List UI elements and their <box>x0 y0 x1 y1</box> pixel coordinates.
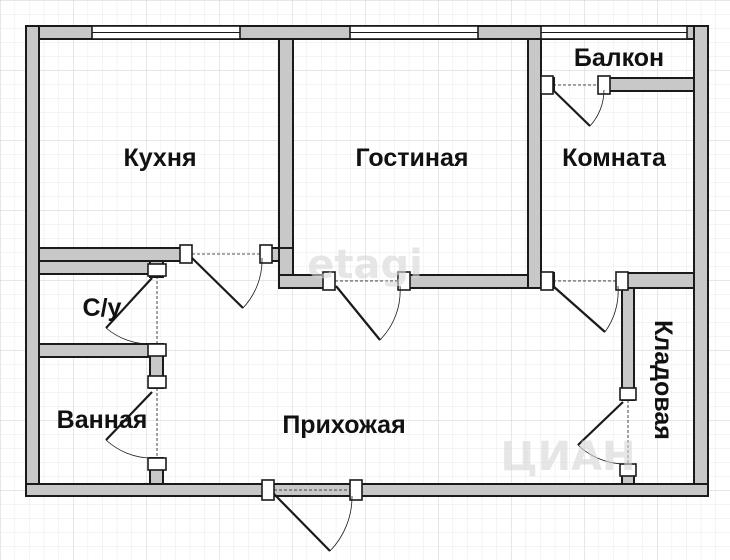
room-labels: Кухня Гостиная Балкон Комната С/у Ванная… <box>57 44 677 440</box>
doors <box>105 75 637 552</box>
door-balcony <box>540 75 611 127</box>
door-entrance <box>261 479 363 552</box>
wall-room-bottom-right <box>617 272 695 289</box>
wall-balcony-bottom-right <box>603 77 695 92</box>
room-label-wc: С/у <box>83 294 122 322</box>
walls <box>25 25 709 497</box>
room-label-balcony: Балкон <box>574 44 664 72</box>
window-kitchen <box>91 25 241 40</box>
door-kitchen <box>179 244 273 309</box>
wall-kitchen-right <box>278 38 294 262</box>
wall-left <box>25 25 40 497</box>
watermark-cian: ЦИАН <box>500 434 635 480</box>
room-label-kitchen: Кухня <box>123 144 196 172</box>
door-wc <box>105 263 167 357</box>
wall-wc-bath-divider <box>38 343 164 358</box>
door-room <box>540 271 629 333</box>
room-label-bathroom: Ванная <box>57 406 148 434</box>
watermarks: etagi ЦИАН <box>307 242 635 480</box>
window-balcony <box>540 25 688 40</box>
wall-living-right <box>527 38 542 289</box>
room-label-pantry: Кладовая <box>649 320 677 440</box>
room-label-room: Комната <box>562 144 667 172</box>
wall-kitchen-bottom-left <box>38 247 187 262</box>
door-living <box>322 271 411 341</box>
wall-right <box>693 25 709 497</box>
room-label-hallway: Прихожая <box>282 411 405 439</box>
wall-bottom <box>25 483 709 497</box>
room-label-living: Гостиная <box>356 144 469 172</box>
wall-living-bottom-right <box>402 274 542 289</box>
windows <box>91 25 688 40</box>
window-living <box>349 25 479 40</box>
wall-wc-top <box>38 260 164 275</box>
watermark-etagi: etagi <box>307 242 423 288</box>
wall-pantry-left <box>621 287 635 401</box>
door-pantry <box>577 387 637 477</box>
door-bathroom <box>105 375 167 471</box>
